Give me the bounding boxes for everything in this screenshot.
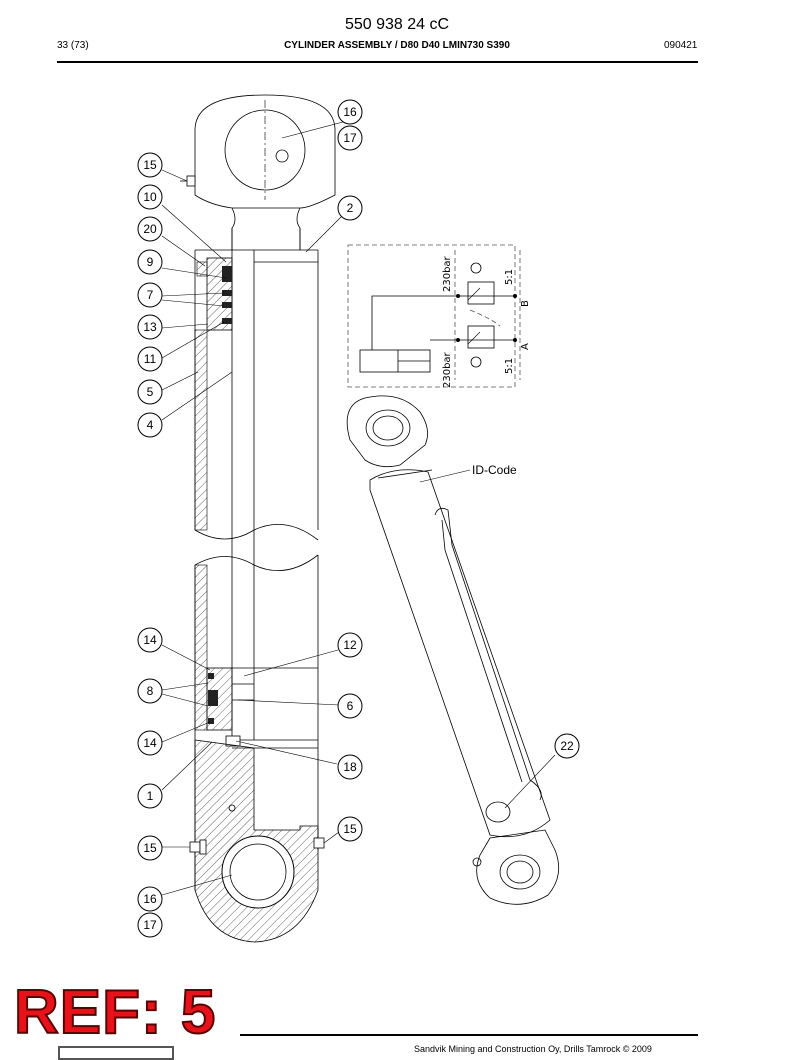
svg-text:14: 14 xyxy=(143,736,157,750)
callout-14a: 14 xyxy=(137,627,163,653)
svg-text:13: 13 xyxy=(143,320,157,334)
callout-7: 7 xyxy=(137,282,163,308)
svg-text:15: 15 xyxy=(343,822,357,836)
page-title: CYLINDER ASSEMBLY / D80 D40 LMIN730 S390 xyxy=(284,40,510,51)
id-code-label: ID-Code xyxy=(472,463,517,477)
svg-text:11: 11 xyxy=(144,352,157,366)
svg-text:8: 8 xyxy=(147,684,154,698)
section-view xyxy=(180,94,336,943)
callout-group: 16 17 15 10 2 20 9 7 13 11 5 4 14 12 8 6… xyxy=(137,99,580,938)
svg-text:7: 7 xyxy=(147,288,154,302)
svg-text:9: 9 xyxy=(147,255,154,269)
svg-text:15: 15 xyxy=(143,841,157,855)
callout-12: 12 xyxy=(337,632,363,658)
callout-11: 11 xyxy=(137,346,163,372)
callout-1: 1 xyxy=(137,783,163,809)
svg-text:4: 4 xyxy=(147,418,154,432)
schematic-pressure-top: 230bar xyxy=(442,255,453,292)
callout-15a: 15 xyxy=(137,152,163,178)
schematic-ratio-top: 5:1 xyxy=(504,269,515,285)
callout-22: 22 xyxy=(554,733,580,759)
svg-text:6: 6 xyxy=(347,699,354,713)
svg-text:5: 5 xyxy=(147,385,154,399)
leader-lines xyxy=(161,116,556,896)
document-date: 090421 xyxy=(664,40,698,51)
svg-text:10: 10 xyxy=(143,190,157,204)
grease-nipple-bottom-left xyxy=(189,839,207,855)
svg-text:17: 17 xyxy=(143,918,157,932)
sandvik-logo xyxy=(58,1046,174,1060)
schematic-ratio-bottom: 5:1 xyxy=(504,358,515,374)
callout-14b: 14 xyxy=(137,730,163,756)
footer-copyright: Sandvik Mining and Construction Oy, Dril… xyxy=(414,1044,652,1054)
svg-text:18: 18 xyxy=(343,760,357,774)
isometric-view xyxy=(346,395,560,905)
callout-10: 10 xyxy=(137,184,163,210)
callout-16a: 16 xyxy=(337,99,363,125)
callout-17b: 17 xyxy=(137,912,163,938)
part-number: 550 938 24 cC xyxy=(344,16,450,33)
callout-2: 2 xyxy=(337,195,363,221)
svg-text:17: 17 xyxy=(343,131,357,145)
svg-text:22: 22 xyxy=(560,739,574,753)
grease-nipple-bottom-right xyxy=(313,837,325,849)
callout-5: 5 xyxy=(137,379,163,405)
svg-text:14: 14 xyxy=(143,633,157,647)
svg-text:20: 20 xyxy=(143,222,157,236)
svg-text:2: 2 xyxy=(347,201,354,215)
ref-stamp: REF: 5 xyxy=(13,978,217,1047)
callout-15b: 15 xyxy=(337,816,363,842)
callout-9: 9 xyxy=(137,249,163,275)
callout-17a: 17 xyxy=(337,125,363,151)
svg-text:16: 16 xyxy=(343,105,357,119)
callout-6: 6 xyxy=(337,693,363,719)
callout-13: 13 xyxy=(137,314,163,340)
svg-text:16: 16 xyxy=(143,892,157,906)
schematic-port-b: B xyxy=(520,300,531,307)
grease-nipple-top xyxy=(180,175,196,187)
callout-15c: 15 xyxy=(137,835,163,861)
callout-16b: 16 xyxy=(137,886,163,912)
header-divider xyxy=(57,61,698,63)
footer-divider xyxy=(240,1034,698,1036)
callout-8: 8 xyxy=(137,678,163,704)
svg-text:15: 15 xyxy=(143,158,157,172)
page-number: 33 (73) xyxy=(57,40,89,51)
callout-18: 18 xyxy=(337,754,363,780)
callout-4: 4 xyxy=(137,412,163,438)
svg-text:12: 12 xyxy=(343,638,357,652)
schematic-port-a: A xyxy=(520,343,531,350)
svg-text:1: 1 xyxy=(147,789,154,803)
hydraulic-schematic: 230bar 230bar 5:1 5:1 B A xyxy=(347,244,531,388)
callout-20: 20 xyxy=(137,216,163,242)
schematic-pressure-bottom: 230bar xyxy=(442,351,453,388)
